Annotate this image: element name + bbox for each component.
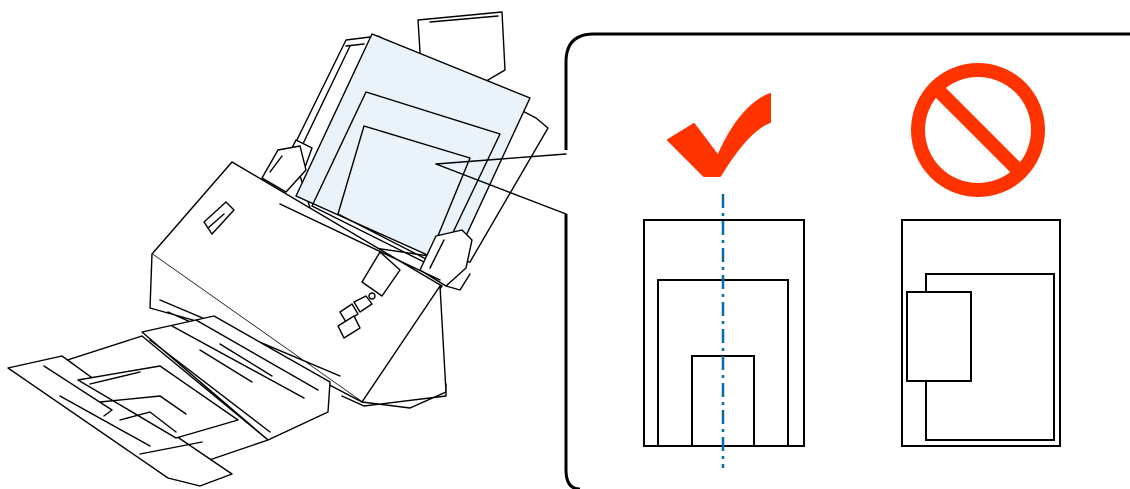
scanner-illustration <box>7 11 567 487</box>
control-buttons <box>337 292 376 339</box>
output-tray-extension <box>7 335 269 487</box>
ok-example <box>643 93 805 468</box>
output-tray <box>141 315 331 441</box>
detail-panel <box>564 32 1130 489</box>
document-stack <box>295 33 531 269</box>
callout-lines <box>435 153 567 215</box>
edge-guide-right <box>419 229 473 291</box>
document-medium <box>311 91 501 269</box>
edge-guide-left <box>261 145 307 193</box>
document-large-outline <box>901 219 1061 447</box>
prohibited-icon <box>911 63 1045 197</box>
not-ok-example <box>901 63 1061 447</box>
check-icon <box>667 93 771 177</box>
document-small <box>337 125 471 261</box>
document-small-outline <box>906 291 972 382</box>
document-large <box>295 33 531 267</box>
